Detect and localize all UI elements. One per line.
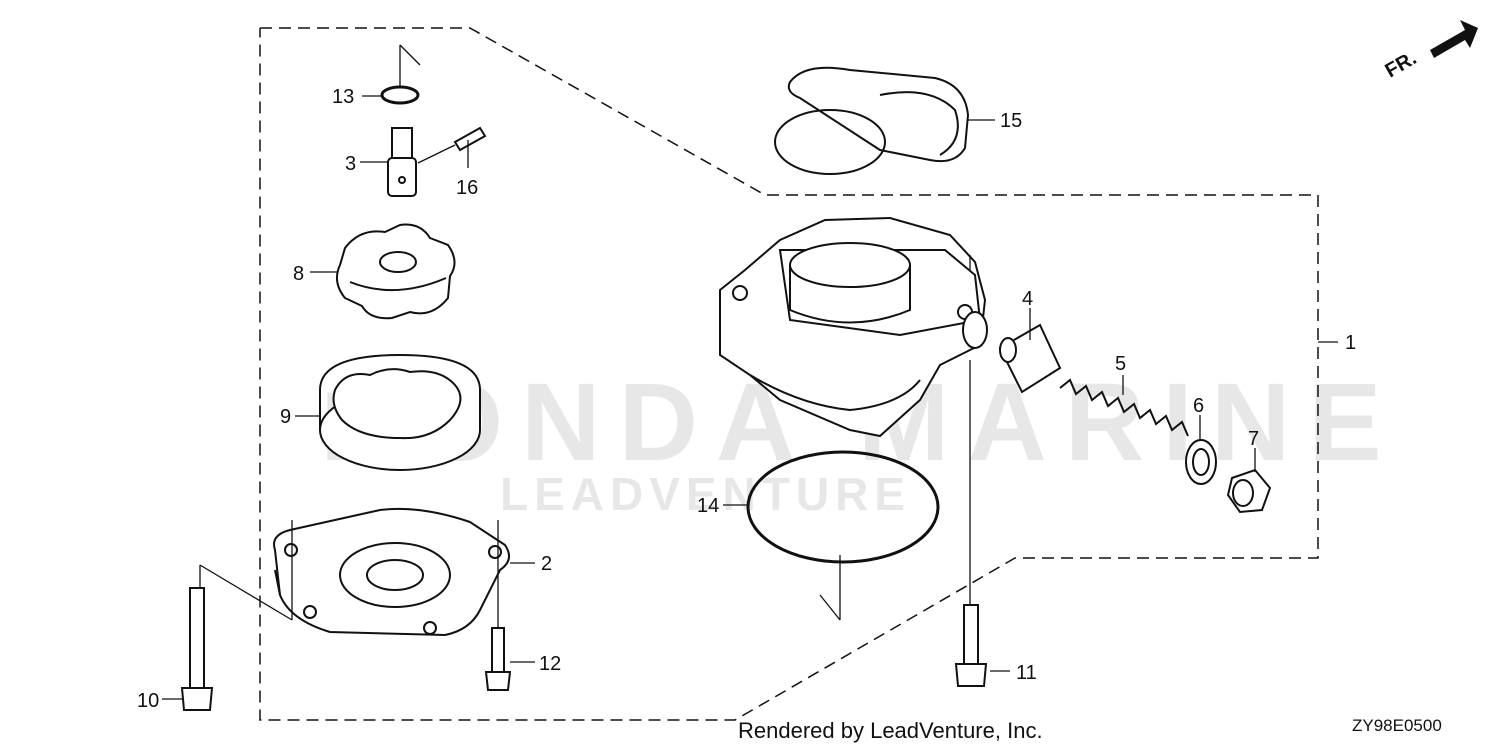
part-8-inner-rotor[interactable] [335,223,456,320]
callout-9[interactable]: 9 [280,406,291,428]
callout-11[interactable]: 11 [1016,662,1037,684]
callout-12[interactable]: 12 [539,653,561,675]
part-9-outer-rotor[interactable] [319,353,481,471]
leader-lines [162,44,1338,700]
front-label: FR. [1382,47,1421,82]
callout-7[interactable]: 7 [1248,428,1259,450]
callout-4[interactable]: 4 [1022,288,1033,310]
watermark-vendor: LEADVENTURE [500,468,911,520]
part-16-pin[interactable] [453,126,487,152]
callout-labels: 1 2 3 4 5 6 7 8 9 10 11 12 13 14 15 16 [137,86,1356,712]
part-5-spring[interactable] [1059,378,1189,437]
callout-10[interactable]: 10 [137,690,159,712]
callout-15[interactable]: 15 [1000,110,1022,132]
callout-5[interactable]: 5 [1115,353,1126,375]
part-14-o-ring[interactable] [746,450,940,564]
callout-2[interactable]: 2 [541,553,552,575]
callout-16[interactable]: 16 [456,177,478,199]
part-11-bolt[interactable] [954,604,988,687]
part-7-plug[interactable] [1226,468,1272,514]
part-12-bolt[interactable] [484,627,512,691]
callout-13[interactable]: 13 [332,86,354,108]
rendered-by-text: Rendered by LeadVenture, Inc. [738,718,1043,743]
callout-3[interactable]: 3 [345,153,356,175]
callout-14[interactable]: 14 [697,495,719,517]
part-3-shaft[interactable] [387,127,417,197]
part-10-bolt[interactable] [180,587,214,711]
part-2-pump-cover[interactable] [273,507,510,637]
diagram-code: ZY98E0500 [1352,716,1442,735]
assembly-boundary [259,27,1319,721]
front-arrow-icon [1430,20,1478,58]
part-1-pump-body[interactable] [719,216,988,438]
callout-8[interactable]: 8 [293,263,304,285]
part-15-gasket[interactable] [774,66,970,175]
callout-6[interactable]: 6 [1193,395,1204,417]
part-4-relief-valve[interactable] [998,323,1062,394]
part-13-o-ring[interactable] [380,85,420,105]
front-indicator: FR. [1382,20,1478,82]
callout-1[interactable]: 1 [1345,332,1356,354]
part-6-washer[interactable] [1185,439,1217,485]
